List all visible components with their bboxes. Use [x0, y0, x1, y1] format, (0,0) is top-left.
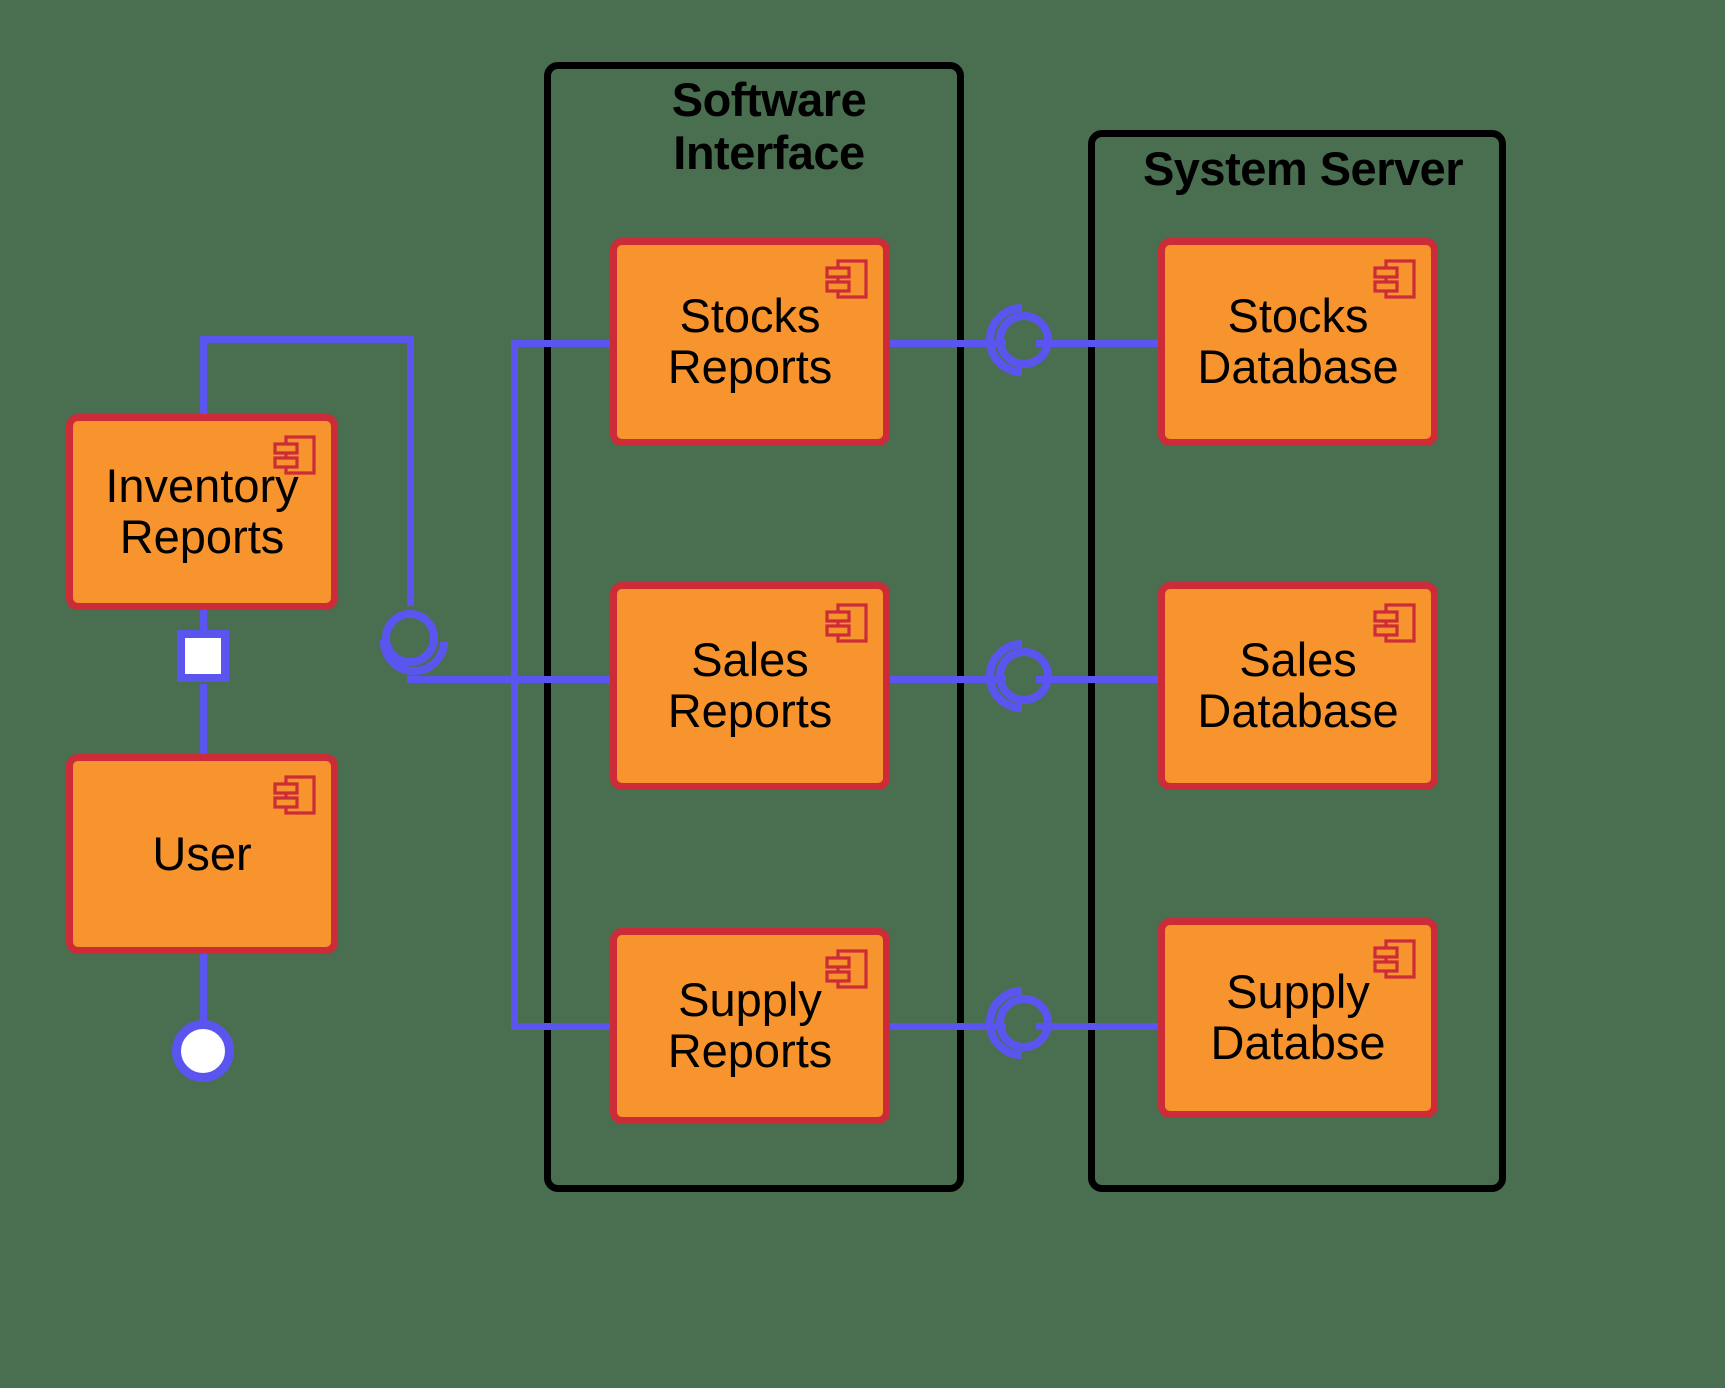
component-sales-database-label: Sales Database	[1197, 633, 1399, 737]
component-user[interactable]: User	[66, 754, 338, 954]
ball-and-socket-sales[interactable]	[982, 636, 1060, 716]
component-supply-reports-label: Supply Reports	[667, 973, 833, 1077]
component-stocks-reports[interactable]: Stocks Reports	[610, 238, 890, 446]
uml-component-icon	[1373, 937, 1417, 981]
component-stocks-database[interactable]: Stocks Database	[1158, 238, 1438, 446]
container-system-server-title: System Server	[1142, 142, 1464, 195]
component-sales-reports[interactable]: Sales Reports	[610, 582, 890, 790]
component-user-label: User	[152, 826, 252, 880]
component-inventory-reports[interactable]: Inventory Reports	[66, 414, 338, 610]
component-supply-reports[interactable]: Supply Reports	[610, 928, 890, 1124]
wire-sales-reports-out	[884, 676, 1006, 683]
wire-inventory-top-riser	[200, 336, 207, 420]
ball-and-socket-inventory[interactable]	[378, 600, 452, 678]
container-software-interface[interactable]	[544, 62, 964, 1192]
wire-bus-to-sales	[511, 676, 679, 683]
container-software-interface-title: Software Interface	[671, 73, 867, 179]
component-sales-database[interactable]: Sales Database	[1158, 582, 1438, 790]
component-sales-reports-label: Sales Reports	[667, 633, 833, 737]
wire-supply-reports-out	[884, 1023, 1006, 1030]
uml-component-icon	[825, 601, 869, 645]
uml-component-icon	[1373, 257, 1417, 301]
uml-component-icon	[825, 947, 869, 991]
ball-and-socket-stocks[interactable]	[982, 300, 1060, 380]
uml-component-icon	[825, 257, 869, 301]
ball-and-socket-supply[interactable]	[982, 983, 1060, 1063]
wire-inventory-socket-drop	[407, 336, 414, 606]
component-supply-database[interactable]: Supply Databse	[1158, 918, 1438, 1118]
wire-stocks-reports-out	[884, 340, 1006, 347]
wire-bus-to-stocks	[511, 340, 679, 347]
wire-bus-to-supply	[511, 1023, 679, 1030]
uml-component-icon	[1373, 601, 1417, 645]
port-square-user[interactable]	[177, 630, 229, 682]
wire-inventory-to-port	[200, 604, 207, 640]
wire-supply-database-in	[1036, 1023, 1164, 1030]
wire-inventory-top-span	[200, 336, 414, 343]
wire-software-bus	[511, 340, 518, 1030]
component-supply-database-label: Supply Databse	[1210, 965, 1386, 1069]
wire-sales-database-in	[1036, 676, 1164, 683]
uml-component-icon	[273, 773, 317, 817]
lollipop-provided-interface[interactable]	[172, 1020, 234, 1082]
uml-component-icon	[273, 433, 317, 477]
wire-user-to-lollipop	[200, 952, 207, 1026]
wire-stocks-database-in	[1036, 340, 1164, 347]
wire-inventory-to-bus	[407, 676, 607, 683]
wire-port-to-user	[200, 684, 207, 758]
container-system-server[interactable]	[1088, 130, 1506, 1192]
component-stocks-reports-label: Stocks Reports	[667, 289, 833, 393]
component-stocks-database-label: Stocks Database	[1197, 289, 1399, 393]
